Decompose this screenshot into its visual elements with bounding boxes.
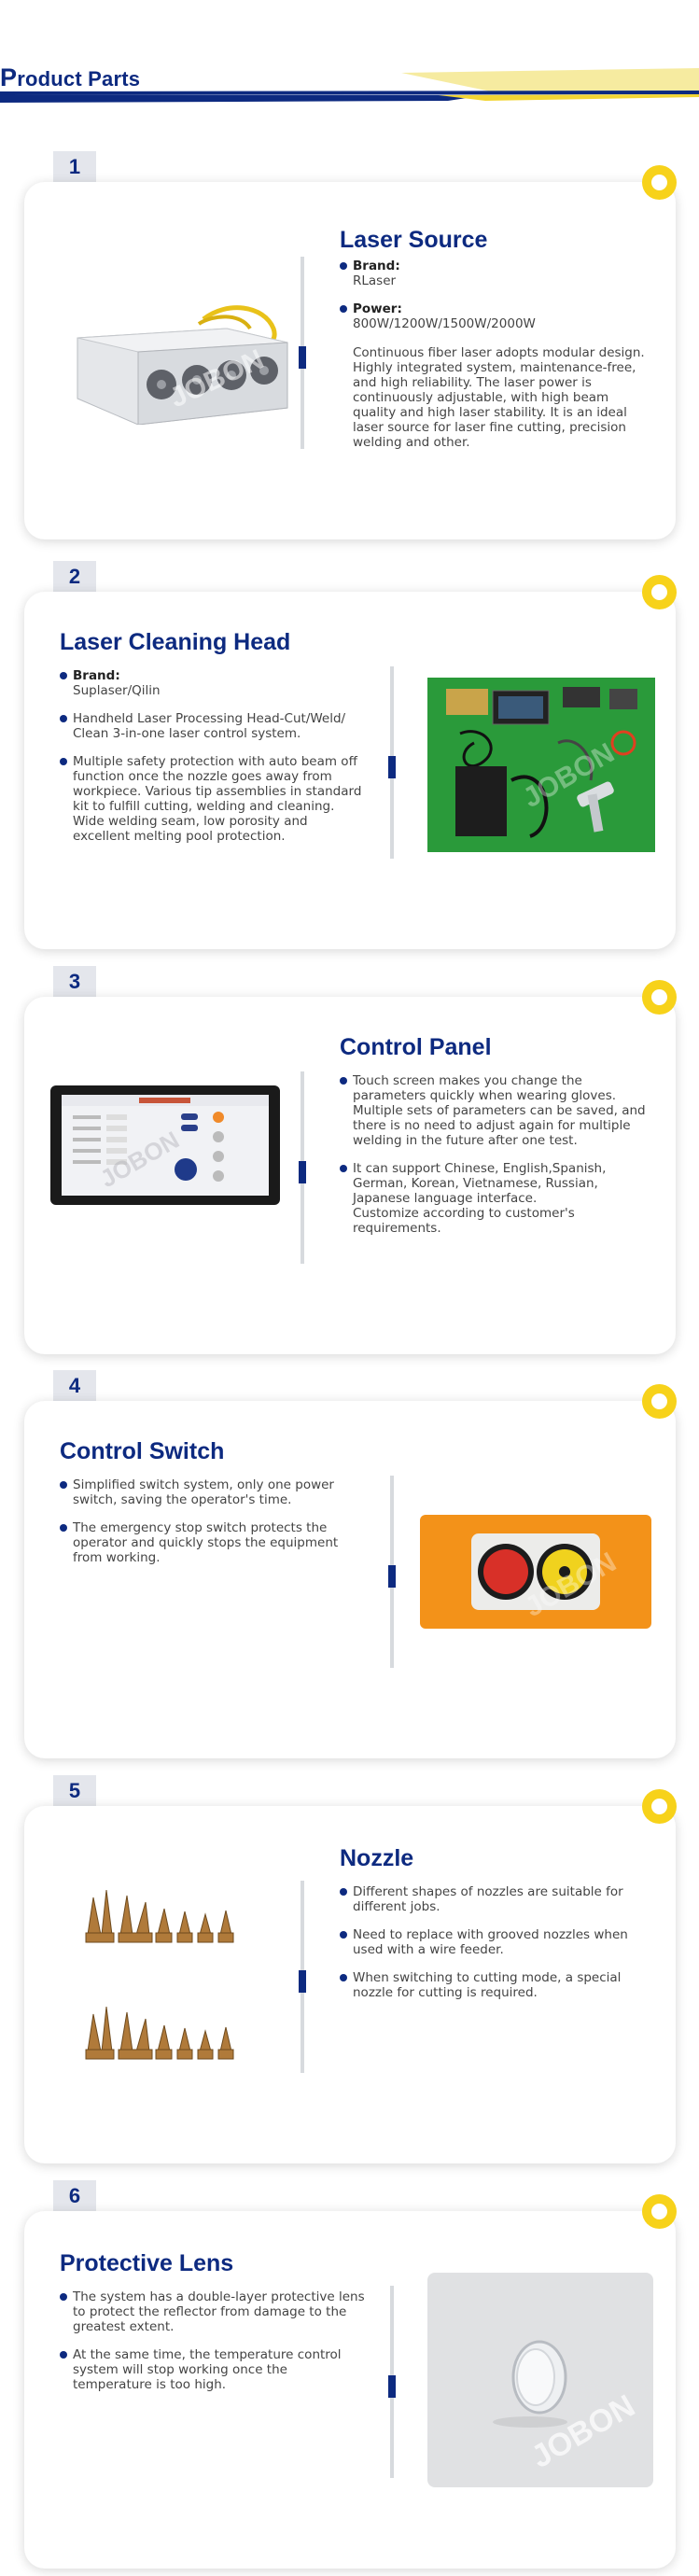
section-card: JOBON Control Panel Touch screen makes y… (24, 997, 676, 1354)
divider (388, 666, 396, 859)
page-header: Product Parts (0, 0, 699, 121)
section-card: Nozzle Different shapes of nozzles are s… (24, 1806, 676, 2163)
cleaning-head-kit-image: JOBON (427, 678, 655, 852)
section-title: Control Switch (60, 1438, 225, 1464)
feature-list: Brand:Suplaser/Qilin Handheld Laser Proc… (60, 668, 368, 857)
power-item: Power:800W/1200W/1500W/2000W (340, 301, 648, 331)
feature-item: Different shapes of nozzles are suitable… (340, 1884, 648, 1914)
feature-list: The system has a double-layer protective… (60, 2289, 368, 2405)
section-title: Laser Source (340, 227, 488, 253)
feature-list: Different shapes of nozzles are suitable… (340, 1884, 648, 2013)
section-control-switch: 4 Control Switch Simplified switch syste… (0, 1370, 699, 1781)
nozzle-image (78, 1879, 293, 2093)
section-laser-source: 1 JOBON Laser Source Brand:RLaser Po (0, 151, 699, 562)
section-number-badge: 3 (53, 966, 96, 998)
section-number-badge: 4 (53, 1370, 96, 1402)
section-protective-lens: 6 Protective Lens The system has a doubl… (0, 2180, 699, 2576)
yellow-circle-decoration (642, 575, 677, 609)
divider (299, 1881, 306, 2073)
brand-item: Brand:RLaser (340, 259, 648, 288)
feature-item: Handheld Laser Processing Head-Cut/Weld/… (60, 711, 368, 741)
section-number-badge: 1 (53, 151, 96, 183)
section-laser-cleaning-head: 2 Laser Cleaning Head Brand:Suplaser/Qil… (0, 561, 699, 972)
feature-item: When switching to cutting mode, a specia… (340, 1970, 648, 2000)
section-card: Laser Cleaning Head Brand:Suplaser/Qilin… (24, 592, 676, 949)
protective-lens-image: JOBON (427, 2273, 653, 2487)
yellow-circle-decoration (642, 1384, 677, 1419)
feature-item: It can support Chinese, English,Spanish,… (340, 1161, 648, 1236)
laser-source-description: Continuous fiber laser adopts modular de… (353, 345, 645, 450)
section-title: Control Panel (340, 1034, 492, 1060)
feature-list: Touch screen makes you change the parame… (340, 1073, 648, 1249)
section-card: Control Switch Simplified switch system,… (24, 1401, 676, 1758)
divider (299, 1071, 306, 1264)
brand-item: Brand:Suplaser/Qilin (60, 668, 368, 698)
divider (388, 1476, 396, 1668)
section-number-badge: 6 (53, 2180, 96, 2212)
control-switch-image: JOBON (420, 1515, 651, 1629)
yellow-circle-decoration (642, 2194, 677, 2229)
feature-item: The emergency stop switch protects the o… (60, 1520, 368, 1565)
section-control-panel: 3 JOBON Control Panel Touch screen makes… (0, 966, 699, 1377)
section-title: Protective Lens (60, 2250, 234, 2276)
page-title: Product Parts (0, 63, 141, 91)
yellow-circle-decoration (642, 1789, 677, 1824)
section-card: Protective Lens The system has a double-… (24, 2211, 676, 2569)
divider (388, 2286, 396, 2478)
feature-item: Multiple safety protection with auto bea… (60, 754, 368, 844)
section-title: Laser Cleaning Head (60, 629, 291, 655)
section-nozzle: 5 (0, 1775, 699, 2186)
feature-item: Touch screen makes you change the parame… (340, 1073, 648, 1148)
section-title: Nozzle (340, 1845, 414, 1871)
section-card: JOBON Laser Source Brand:RLaser Power:80… (24, 182, 676, 539)
yellow-circle-decoration (642, 980, 677, 1015)
yellow-circle-decoration (642, 165, 677, 200)
feature-item: The system has a double-layer protective… (60, 2289, 368, 2334)
feature-item: Need to replace with grooved nozzles whe… (340, 1927, 648, 1957)
feature-list: Brand:RLaser Power:800W/1200W/1500W/2000… (340, 259, 648, 344)
divider (299, 257, 306, 449)
feature-item: At the same time, the temperature contro… (60, 2347, 368, 2392)
section-number-badge: 2 (53, 561, 96, 593)
feature-list: Simplified switch system, only one power… (60, 1477, 368, 1578)
feature-item: Simplified switch system, only one power… (60, 1477, 368, 1507)
laser-source-image: JOBON (63, 296, 292, 425)
watermark-text: JOBON (518, 737, 620, 814)
header-decoration (0, 68, 699, 103)
section-number-badge: 5 (53, 1775, 96, 1807)
control-panel-image: JOBON (50, 1085, 280, 1205)
